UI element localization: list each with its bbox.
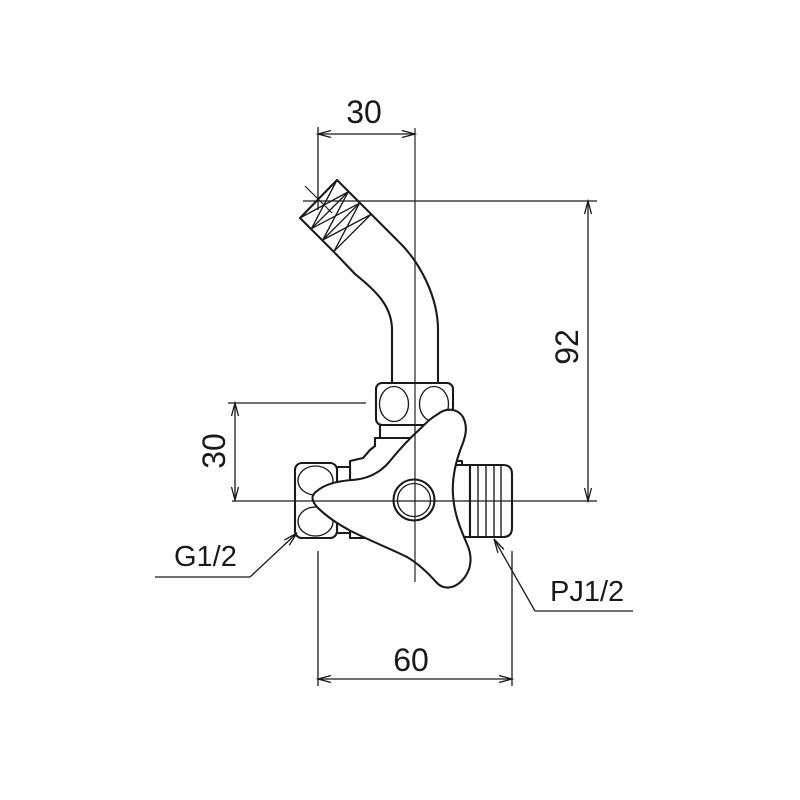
arrowhead-up-icon (230, 400, 240, 417)
centerlines (232, 128, 597, 582)
spout-pipe (298, 178, 440, 386)
arrowhead-down-icon (230, 486, 240, 503)
arrowhead-left-icon (315, 674, 332, 684)
dimension-text-inlet-offset: 30 (196, 433, 232, 469)
arrowhead-up-icon (583, 198, 593, 215)
spout-thread-hatch (299, 179, 372, 252)
leader-arrowhead-icon (493, 538, 505, 554)
inlet-thread-text: G1/2 (174, 541, 237, 573)
arrowhead-right-icon (401, 129, 418, 139)
leader-arrowhead-icon (284, 532, 298, 546)
label-outlet-thread: PJ1/2 (493, 538, 633, 612)
label-inlet-thread: G1/2 (155, 532, 298, 578)
dimension-spout-offset: 30 (315, 94, 418, 210)
dimension-overall-height: 92 (303, 198, 597, 504)
cross-handle (311, 408, 472, 589)
dimension-inlet-offset: 30 (196, 400, 366, 503)
handle-hub (392, 478, 436, 522)
dimension-text-body-width: 60 (393, 642, 429, 678)
arrowhead-right-icon (498, 674, 515, 684)
arrowhead-down-icon (583, 487, 593, 504)
dimension-body-width: 60 (315, 551, 515, 686)
outlet-thread-text: PJ1/2 (550, 576, 624, 608)
dimension-text-overall-height: 92 (549, 329, 585, 365)
dimension-text-spout-offset: 30 (346, 94, 382, 130)
arrowhead-left-icon (315, 129, 332, 139)
